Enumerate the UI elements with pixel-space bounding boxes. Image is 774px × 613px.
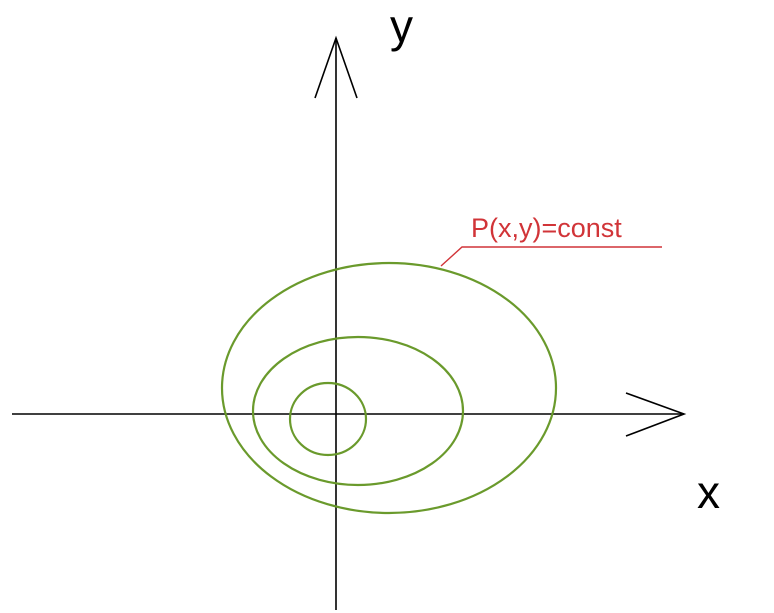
y-axis-label: y (390, 0, 413, 52)
y-axis-arrowhead (314, 35, 358, 99)
middle-level-curve (251, 335, 465, 487)
outer-level-curve (220, 261, 558, 515)
y-axis (314, 35, 358, 610)
level-curves (220, 261, 558, 515)
x-axis-label: x (697, 466, 720, 518)
x-axis-arrowhead (625, 392, 687, 437)
level-curve-label: P(x,y)=const (471, 213, 622, 243)
inner-level-curve (288, 381, 368, 457)
x-axis (12, 392, 687, 437)
level-curve-callout: P(x,y)=const (440, 213, 662, 267)
callout-leader-line (440, 246, 662, 267)
